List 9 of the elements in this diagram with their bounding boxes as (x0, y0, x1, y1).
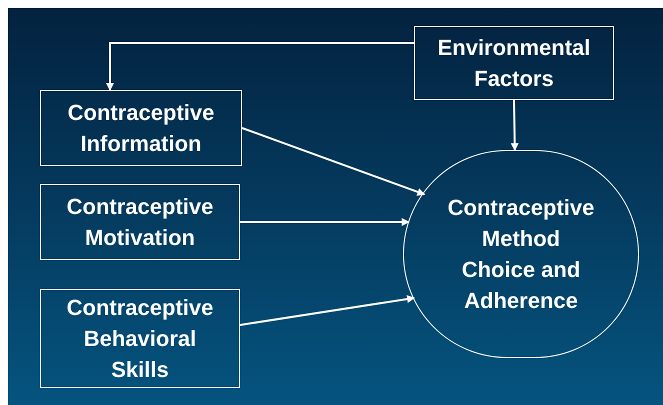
arrow (240, 295, 416, 326)
factor-box: Contraceptive Behavioral Skills (40, 289, 240, 388)
arrow (510, 100, 519, 152)
factor-box: Contraceptive Motivation (40, 184, 240, 260)
arrow (240, 218, 410, 226)
factor-box: Contraceptive Information (40, 90, 242, 166)
factor-box: Environmental Factors (414, 26, 614, 100)
arrow (242, 127, 426, 196)
arrow (106, 42, 414, 91)
